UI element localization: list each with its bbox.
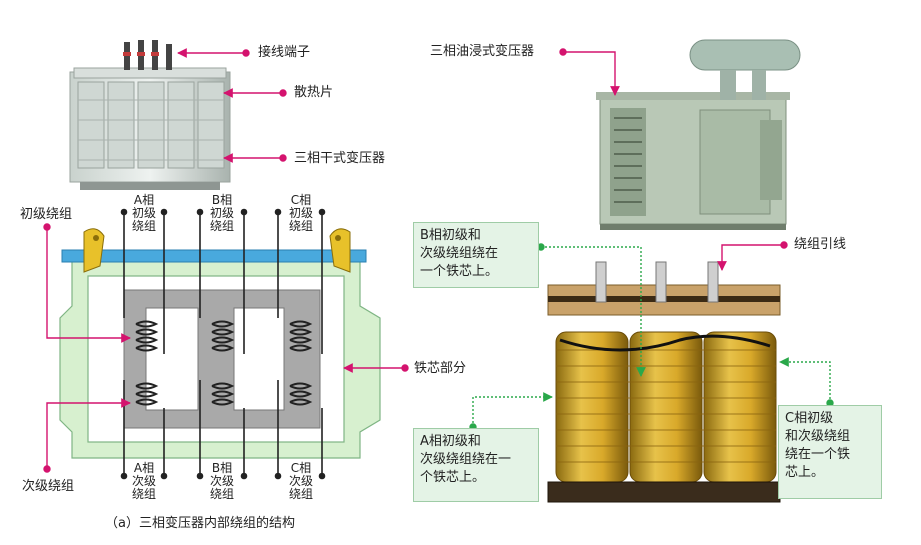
dry-photo-pointers (177, 48, 287, 163)
diagram-caption: （a）三相变压器内部绕组的结构 (105, 516, 295, 531)
three-phase-schematic (59, 208, 381, 480)
label-core-part: 铁芯部分 (414, 361, 467, 376)
open-core-photo (547, 261, 781, 503)
oil-photo-pointer (559, 48, 620, 96)
label-a-secondary: A相 次级 绕组 (131, 461, 156, 501)
label-b-secondary: B相 次级 绕组 (209, 461, 234, 501)
right-pointers (469, 243, 834, 431)
box-b-phase: B相初级和 次级绕组绕在 一个铁芯上。 (413, 222, 539, 288)
top-bar (61, 249, 367, 263)
label-primary-winding: 初级绕组 (20, 207, 73, 222)
label-radiator: 散热片 (294, 85, 334, 100)
label-b-primary: B相 初级 绕组 (209, 193, 234, 233)
dry-transformer-photo (69, 40, 231, 190)
label-terminal: 接线端子 (258, 45, 311, 60)
label-oil-transformer: 三相油浸式变压器 (430, 44, 535, 59)
box-a-phase: A相初级和 次级绕组绕在一 个铁芯上。 (413, 428, 539, 502)
top-leads (120, 208, 326, 354)
clamps (83, 228, 351, 273)
label-a-primary: A相 初级 绕组 (131, 193, 156, 233)
label-winding-lead: 绕组引线 (794, 237, 847, 252)
label-dry-transformer: 三相干式变压器 (294, 151, 386, 166)
label-secondary-winding: 次级绕组 (22, 479, 75, 494)
schematic-pointers (43, 223, 409, 473)
label-c-secondary: C相 次级 绕组 (288, 461, 313, 501)
bottom-leads (120, 380, 326, 480)
box-c-phase: C相初级 和次级绕组 绕在一个铁 芯上。 (778, 405, 882, 499)
coils (135, 320, 313, 406)
label-c-primary: C相 初级 绕组 (288, 193, 313, 233)
lead-pointer (717, 241, 788, 271)
oil-transformer-photo (596, 39, 801, 230)
